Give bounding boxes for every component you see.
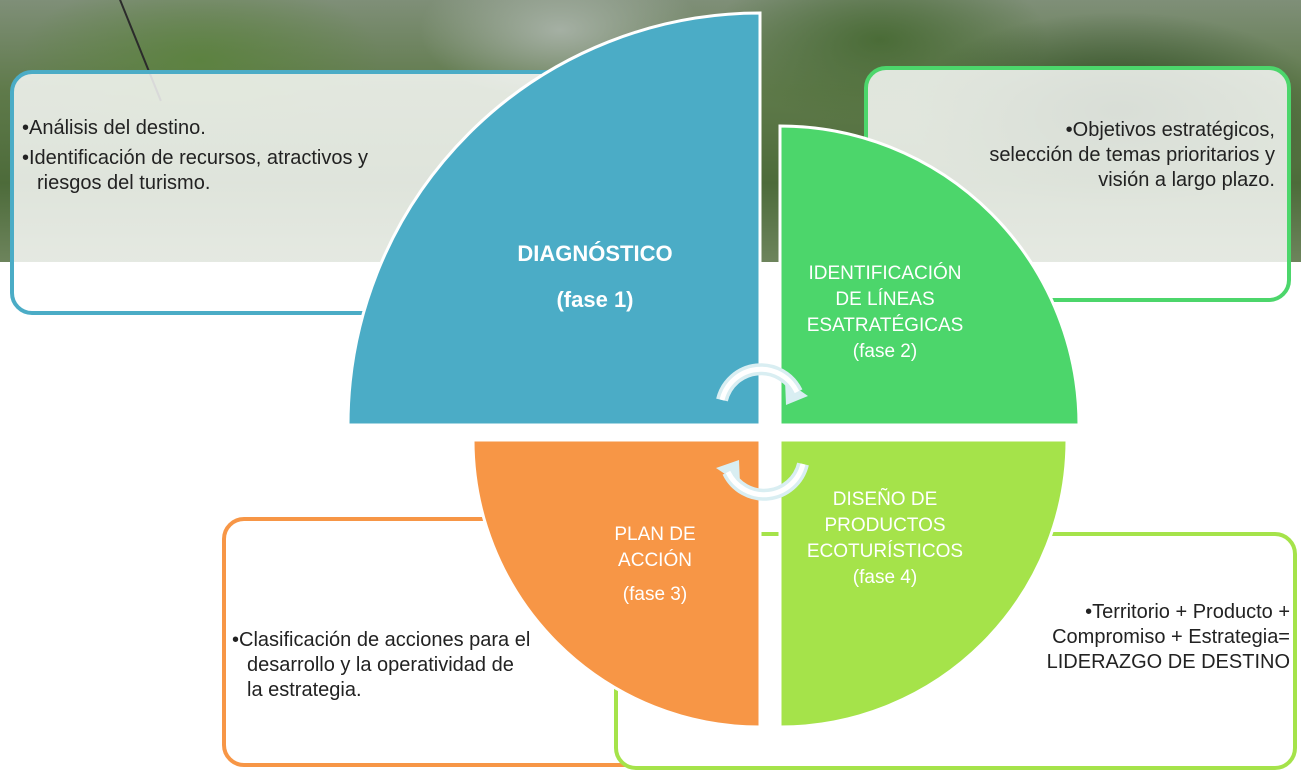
phase-1-number: (fase 1) [556,287,634,312]
phase-3-title-line: PLAN DE [614,524,696,545]
bullet-item: •Identificación de recursos, atractivos … [22,147,369,194]
phase-3-title-line: ACCIÓN [618,550,692,571]
quadrant-productos-ecoturisticos[interactable] [778,438,1069,729]
phase-2-bullets: •Objetivos estratégicos, selección de te… [985,118,1275,198]
phase-1-bullets: •Análisis del destino. •Identificación d… [22,116,402,201]
phase-4-title-line: ECOTURÍSTICOS [806,541,964,562]
phase-2-title-line: ESATRATÉGICAS [806,315,964,336]
phase-2-title-line: IDENTIFICACIÓN [808,263,962,284]
bullet-item: •Análisis del destino. [22,117,206,139]
phase-4-label: DISEÑO DE PRODUCTOS ECOTURÍSTICOS (fase … [790,487,980,591]
quadrant-diagnostico[interactable] [346,11,762,427]
phase-4-bullets: •Territorio + Producto + Compromiso + Es… [1000,600,1290,680]
phase-2-title-line: DE LÍNEAS [835,289,935,310]
phase-1-title: DIAGNÓSTICO [517,241,673,266]
quadrant-plan-accion[interactable] [471,438,762,729]
phase-4-number: (fase 4) [852,567,918,588]
phase-3-bullets: •Clasificación de acciones para el desar… [232,628,532,708]
phase-3-label: PLAN DE ACCIÓN (fase 3) [580,522,730,608]
cycle-arrows-icon [716,363,809,501]
quadrant-lineas-estrategicas[interactable] [778,124,1081,427]
bullet-item: •Clasificación de acciones para el desar… [232,629,531,701]
bullet-item: •Objetivos estratégicos, selección de te… [989,119,1275,191]
phase-4-title-line: DISEÑO DE [832,489,938,510]
bullet-item: •Territorio + Producto + Compromiso + Es… [1046,601,1290,673]
phase-1-label: DIAGNÓSTICO (fase 1) [470,240,720,314]
phase-2-label: IDENTIFICACIÓN DE LÍNEAS ESATRATÉGICAS (… [780,261,990,365]
phase-3-number: (fase 3) [622,584,688,605]
phase-2-number: (fase 2) [852,341,918,362]
phase-4-title-line: PRODUCTOS [824,515,946,536]
